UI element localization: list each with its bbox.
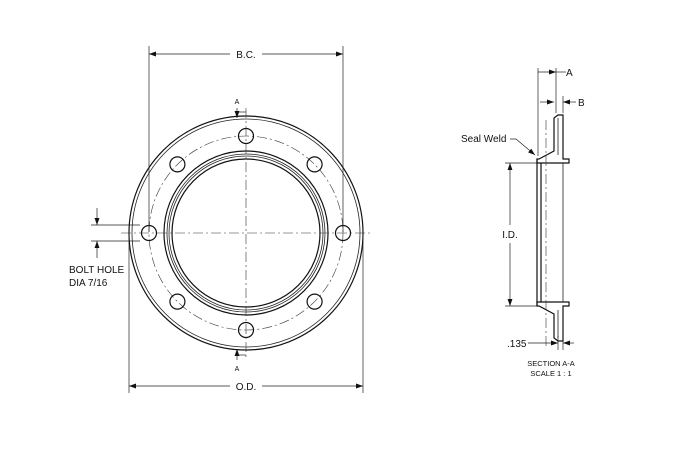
od-label: O.D. [236,382,257,393]
bolt-hole [169,156,186,173]
bolt-hole [169,293,186,310]
section-cut-bottom: A [234,349,246,373]
bolt-hole-dimension: BOLT HOLE DIA 7/16 [69,208,140,289]
section-cut-top: A [234,99,246,118]
od-dimension: O.D. [128,234,364,393]
section-title: SECTION A-A [527,359,575,368]
a-label: A [566,68,573,79]
section-profile-top [536,114,570,164]
bc-label: B.C. [236,50,255,61]
bore-ring-3 [168,155,324,311]
cut-label-top: A [235,99,240,106]
a-dimension: A [537,68,573,156]
section-scale: SCALE 1 : 1 [530,369,571,378]
thickness-label: .135 [507,339,527,350]
b-dimension: B [540,96,585,113]
bolt-hole [306,156,323,173]
front-view [121,108,371,358]
b-label: B [578,98,585,109]
bolt-hole-label-2: DIA 7/16 [69,278,108,289]
id-dimension: I.D. [502,162,537,307]
section-profile-bottom [536,301,570,342]
seal-weld-label: Seal Weld [461,134,506,145]
id-label: I.D. [502,230,518,241]
thickness-dimension: .135 [507,336,574,350]
bolt-hole-label-1: BOLT HOLE [69,265,125,276]
bc-dimension: B.C. [148,46,344,232]
seal-weld-callout: Seal Weld [461,134,536,156]
section-view [536,114,570,346]
cut-label-bottom: A [235,366,240,373]
bolt-hole [306,293,323,310]
